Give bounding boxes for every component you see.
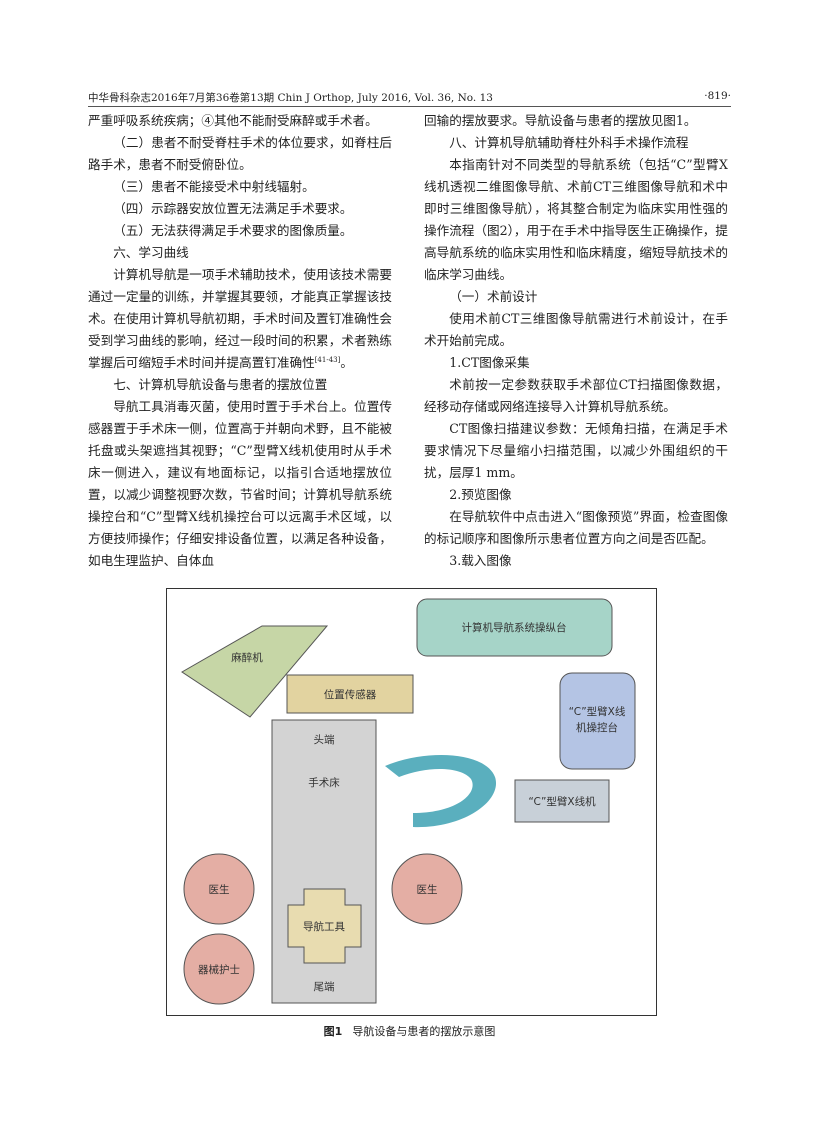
paragraph: 严重呼吸系统疾病；④其他不能耐受麻醉或手术者。 xyxy=(88,113,378,128)
anesthesia-label: 麻醉机 xyxy=(231,651,263,664)
doctor-left-shape xyxy=(183,853,255,925)
bed-label: 手术床 xyxy=(308,776,340,789)
paragraph: 回输的摆放要求。导航设备与患者的摆放见图1。 xyxy=(424,113,697,128)
subsection-heading: 3.载入图像 xyxy=(449,553,512,568)
citation: [41-43] xyxy=(314,355,341,364)
nav-tool-shape xyxy=(287,888,362,964)
carm-console-shape xyxy=(559,672,636,770)
figure-caption-text: 导航设备与患者的摆放示意图 xyxy=(352,1025,496,1038)
paragraph: （三）患者不能接受术中射线辐射。 xyxy=(113,179,315,194)
running-header: 中华骨科杂志2016年7月第36卷第13期 Chin J Orthop, Jul… xyxy=(88,90,731,107)
right-column: 回输的摆放要求。导航设备与患者的摆放见图1。 八、计算机导航辅助脊柱外科手术操作… xyxy=(424,110,728,572)
section-heading: 八、计算机导航辅助脊柱外科手术操作流程 xyxy=(449,135,689,150)
journal-info: 中华骨科杂志2016年7月第36卷第13期 Chin J Orthop, Jul… xyxy=(88,92,493,104)
nav-tool-label: 导航工具 xyxy=(303,920,345,933)
paragraph-text: 计算机导航是一项手术辅助技术，使用该技术需要通过一定量的训练，并掌握其要领，才能… xyxy=(88,267,392,370)
sensor-shape xyxy=(286,674,414,714)
section-heading: 七、计算机导航设备与患者的摆放位置 xyxy=(113,377,328,392)
carm-shape xyxy=(514,779,610,823)
nurse-shape xyxy=(183,933,255,1005)
figure-1: 计算机导航系统操纵台 麻醉机 位置传感器 “C”型臂X线 机操控台 头端 手术床… xyxy=(166,588,657,1016)
bed-tail-label: 尾端 xyxy=(314,980,335,993)
subsection-heading: （一）术前设计 xyxy=(449,289,538,304)
paragraph: CT图像扫描建议参数：无倾角扫描，在满足手术要求情况下尽量缩小扫描范围，以减少外… xyxy=(424,421,728,480)
carm-console-label-line1: “C”型臂X线 xyxy=(569,705,626,718)
paragraph: 导航工具消毒灭菌，使用时置于手术台上。位置传感器置于手术床一侧，位置高于并朝向术… xyxy=(88,399,392,568)
paragraph: （四）示踪器安放位置无法满足手术要求。 xyxy=(113,201,353,216)
section-heading: 六、学习曲线 xyxy=(113,245,189,260)
figure-number: 图1 xyxy=(323,1025,343,1038)
carm-console-label-line2: 机操控台 xyxy=(576,721,618,734)
page-number: ·819· xyxy=(704,90,731,102)
layout-diagram: 计算机导航系统操纵台 麻醉机 位置传感器 “C”型臂X线 机操控台 头端 手术床… xyxy=(181,598,636,1005)
subsection-heading: 1.CT图像采集 xyxy=(449,355,530,370)
doctor-right-shape xyxy=(391,853,463,925)
nurse-label: 器械护士 xyxy=(198,963,240,976)
paragraph: 使用术前CT三维图像导航需进行术前设计，在手术开始前完成。 xyxy=(424,311,728,348)
paragraph: 本指南针对不同类型的导航系统（包括“C”型臂X线机透视二维图像导航、术前CT三维… xyxy=(424,157,728,282)
anesthesia-shape xyxy=(181,625,329,718)
sensor-label: 位置传感器 xyxy=(324,688,377,701)
figure-caption: 图1 导航设备与患者的摆放示意图 xyxy=(0,1023,819,1039)
console-label: 计算机导航系统操纵台 xyxy=(462,621,567,634)
paragraph: （五）无法获得满足手术要求的图像质量。 xyxy=(113,223,353,238)
carm-label: “C”型臂X线机 xyxy=(528,795,596,808)
doctor-left-label: 医生 xyxy=(209,883,230,896)
left-column: 严重呼吸系统疾病；④其他不能耐受麻醉或手术者。 （二）患者不耐受脊柱手术的体位要… xyxy=(88,110,392,572)
period: 。 xyxy=(340,355,353,370)
paragraph: 计算机导航是一项手术辅助技术，使用该技术需要通过一定量的训练，并掌握其要领，才能… xyxy=(88,264,392,374)
bed-head-label: 头端 xyxy=(314,733,335,746)
console-shape xyxy=(416,598,613,657)
c-arm-arc-shape xyxy=(385,755,497,828)
paragraph: 在导航软件中点击进入“图像预览”界面，检查图像的标记顺序和图像所示患者位置方向之… xyxy=(424,509,728,546)
paragraph: 术前按一定参数获取手术部位CT扫描图像数据，经移动存储或网络连接导入计算机导航系… xyxy=(424,377,728,414)
paragraph: （二）患者不耐受脊柱手术的体位要求，如脊柱后路手术，患者不耐受俯卧位。 xyxy=(88,135,392,172)
doctor-right-label: 医生 xyxy=(417,883,438,896)
subsection-heading: 2.预览图像 xyxy=(449,487,512,502)
